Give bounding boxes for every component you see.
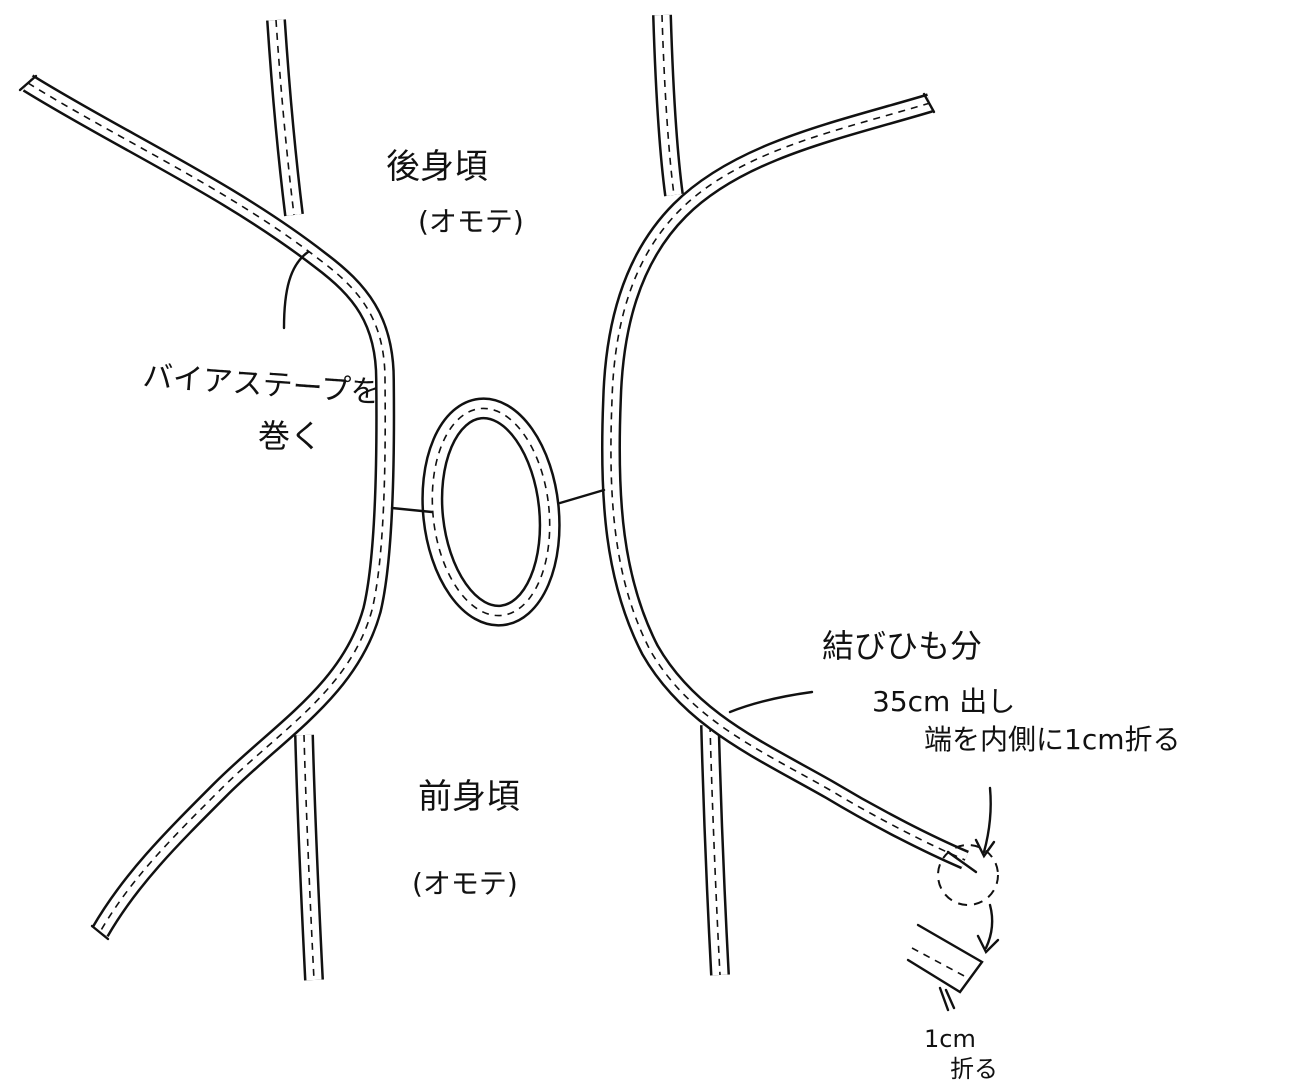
left-shoulder-seam-upper [266, 19, 304, 217]
tie-label-line1: 結びひも分 [822, 627, 983, 665]
left-side-seam-lower [294, 734, 324, 981]
fold-word-label: 折る [950, 1055, 998, 1083]
back-bodice-label: 後身頃 [386, 147, 488, 187]
neckline-bias-loop [421, 397, 561, 627]
tape-end-cut-line [946, 850, 978, 874]
bias-tape-label-line2: 巻く [258, 417, 323, 455]
tape-end-circle [937, 844, 999, 906]
arrow-to-fold-head [976, 934, 1000, 955]
right-armhole-bias-tape [600, 92, 969, 870]
tie-label-line2: 35cm 出し [872, 685, 1016, 718]
arrow-to-circle [982, 786, 992, 854]
left-connector-line [390, 506, 434, 514]
back-bodice-side-label: (オモテ) [418, 205, 524, 238]
right-side-seam-lower [700, 724, 730, 976]
bias-tape-leader-line [282, 250, 310, 330]
tie-leader-line [728, 690, 814, 714]
arrow-to-circle-head [974, 838, 996, 859]
right-shoulder-seam-upper [652, 14, 684, 197]
arrow-to-fold [984, 903, 994, 950]
front-bodice-label: 前身頃 [418, 777, 520, 817]
fold-size-label: 1cm [924, 1025, 976, 1053]
left-armhole-bias-tape [18, 74, 396, 941]
front-bodice-side-label: (オモテ) [412, 867, 518, 900]
right-connector-line [558, 488, 606, 505]
tie-label-line3: 端を内側に1cm折る [924, 723, 1181, 756]
folded-tape-end [906, 923, 984, 1012]
